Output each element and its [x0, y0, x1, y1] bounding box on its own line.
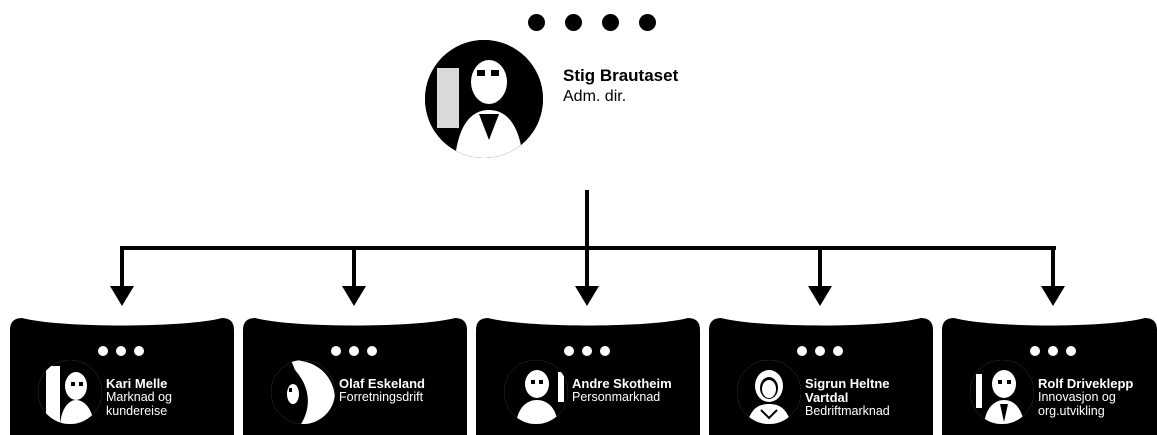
dot: [116, 346, 126, 356]
ceo-info: Stig Brautaset Adm. dir.: [563, 66, 678, 106]
org-connectors: [110, 190, 1065, 306]
card-name: Olaf Eskeland: [339, 376, 425, 391]
person-photo-icon: [425, 40, 543, 158]
avatar: [970, 360, 1034, 424]
card-title: Personmarknad: [572, 390, 661, 405]
dot: [367, 346, 377, 356]
card-info: Olaf Eskeland Forretningsdrift: [339, 376, 461, 405]
arrow-down-icon: [1041, 248, 1065, 306]
dot: [349, 346, 359, 356]
card-title: Innovasjon og org.utvikling: [1038, 390, 1116, 418]
card-name: Andre Skotheim: [572, 376, 672, 391]
more-dots-icon[interactable]: [564, 346, 610, 356]
dot: [1066, 346, 1076, 356]
dot: [639, 14, 656, 31]
dot: [1030, 346, 1040, 356]
dot: [1048, 346, 1058, 356]
dot: [602, 14, 619, 31]
card-name: Rolf Driveklepp: [1038, 376, 1134, 391]
dot: [331, 346, 341, 356]
dot: [833, 346, 843, 356]
person-photo-icon: [271, 360, 335, 424]
card-name: Kari Melle: [106, 376, 168, 391]
org-card[interactable]: Olaf Eskeland Forretningsdrift: [243, 318, 467, 435]
dot: [815, 346, 825, 356]
person-photo-icon: [38, 360, 102, 424]
person-photo-icon: [737, 360, 801, 424]
arrow-down-icon: [342, 248, 366, 306]
ceo-title: Adm. dir.: [563, 87, 627, 105]
more-dots-icon[interactable]: [528, 14, 656, 31]
card-info: Rolf Driveklepp Innovasjon og org.utvikl…: [1038, 376, 1151, 418]
card-title: Bedriftmarknad: [805, 404, 890, 419]
org-card[interactable]: Rolf Driveklepp Innovasjon og org.utvikl…: [942, 318, 1157, 435]
org-card[interactable]: Kari Melle Marknad og kundereise: [10, 318, 234, 435]
avatar: [38, 360, 102, 424]
avatar: [737, 360, 801, 424]
org-card[interactable]: Sigrun Heltne Vartdal Bedriftmarknad: [709, 318, 933, 435]
dot: [528, 14, 545, 31]
card-info: Andre Skotheim Personmarknad: [572, 376, 694, 405]
dot: [98, 346, 108, 356]
dot: [582, 346, 592, 356]
dot: [134, 346, 144, 356]
dot: [565, 14, 582, 31]
card-name: Sigrun Heltne Vartdal: [805, 376, 890, 406]
arrow-down-icon: [110, 248, 134, 306]
more-dots-icon[interactable]: [331, 346, 377, 356]
ceo-name: Stig Brautaset: [563, 66, 679, 85]
card-info: Sigrun Heltne Vartdal Bedriftmarknad: [805, 376, 927, 419]
ceo-avatar: [425, 40, 543, 158]
arrow-down-icon: [575, 248, 599, 306]
arrow-down-icon: [808, 248, 832, 306]
more-dots-icon[interactable]: [1030, 346, 1076, 356]
person-photo-icon: [504, 360, 568, 424]
more-dots-icon[interactable]: [98, 346, 144, 356]
dot: [797, 346, 807, 356]
person-photo-icon: [970, 360, 1034, 424]
avatar: [504, 360, 568, 424]
card-info: Kari Melle Marknad og kundereise: [106, 376, 228, 418]
avatar: [271, 360, 335, 424]
org-card[interactable]: Andre Skotheim Personmarknad: [476, 318, 700, 435]
dot: [564, 346, 574, 356]
dot: [600, 346, 610, 356]
more-dots-icon[interactable]: [797, 346, 843, 356]
card-title: Forretningsdrift: [339, 390, 424, 405]
card-title: Marknad og kundereise: [106, 390, 173, 418]
